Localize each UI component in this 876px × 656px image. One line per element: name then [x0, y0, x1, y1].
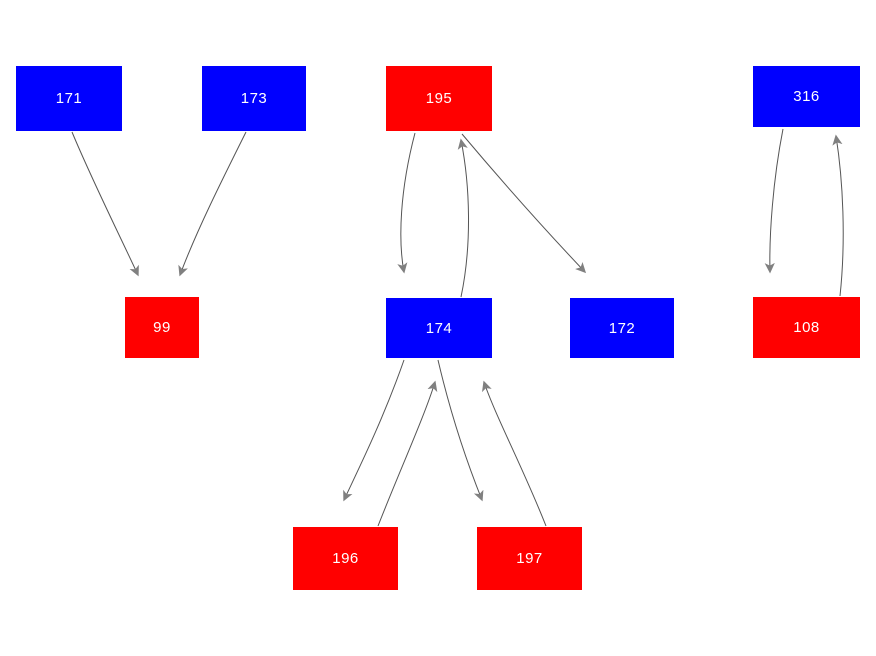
graph-node-316[interactable]: 316 [753, 66, 860, 127]
graph-node-label: 316 [793, 88, 820, 105]
graph-edge-316-to-108 [764, 128, 784, 274]
graph-node-99[interactable]: 99 [125, 297, 199, 358]
graph-edge-197-to-174 [482, 380, 547, 527]
graph-node-label: 171 [55, 90, 83, 107]
graph-node-label: 195 [425, 90, 453, 107]
graph-node-label: 99 [153, 319, 171, 336]
graph-edge-174-to-197 [437, 359, 484, 502]
graph-edge-108-to-316 [832, 134, 844, 297]
graph-edge-196-to-174 [377, 380, 438, 527]
graph-node-label: 173 [240, 90, 268, 107]
graph-node-label: 174 [425, 319, 453, 337]
graph-node-171[interactable]: 171 [16, 66, 122, 131]
graph-node-label: 197 [516, 550, 543, 567]
graph-edge-195-to-172 [461, 133, 587, 274]
graph-node-196[interactable]: 196 [293, 527, 398, 590]
graph-node-197[interactable]: 197 [477, 527, 582, 590]
graph-node-195[interactable]: 195 [386, 66, 492, 131]
graph-node-label: 172 [608, 319, 636, 337]
graph-edge-195-to-174 [397, 132, 416, 274]
graph-edge-174-to-196 [343, 359, 405, 502]
graph-edge-173-to-99 [178, 131, 247, 277]
graph-edge-171-to-99 [71, 131, 139, 277]
graph-node-172[interactable]: 172 [570, 298, 674, 358]
graph-node-174[interactable]: 174 [386, 298, 492, 358]
graph-node-173[interactable]: 173 [202, 66, 306, 131]
graph-node-label: 196 [332, 550, 359, 567]
graph-node-108[interactable]: 108 [753, 297, 860, 358]
graph-edge-174-to-195 [457, 138, 470, 298]
edge-paths [71, 128, 844, 527]
graph-node-label: 108 [793, 319, 820, 336]
